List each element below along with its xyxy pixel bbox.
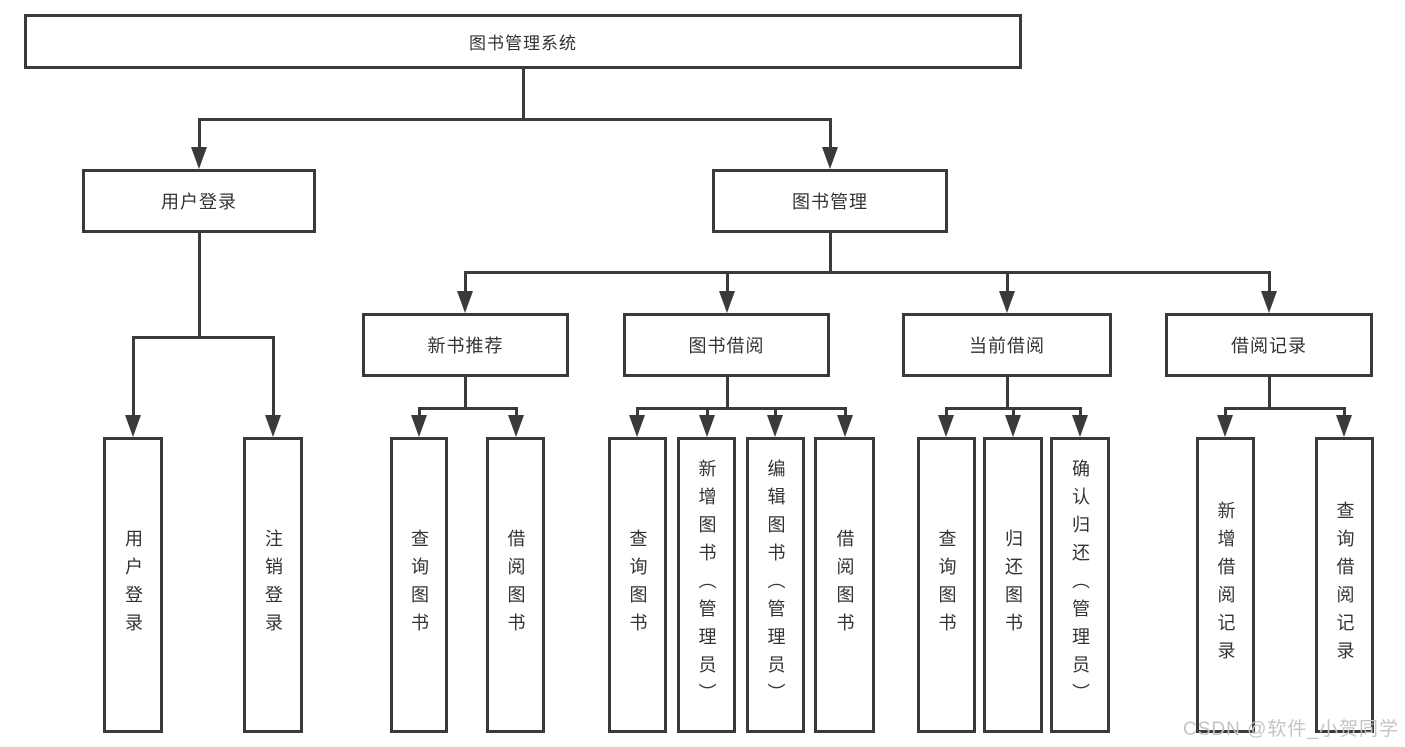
- connector-line: [1342, 408, 1346, 417]
- connector-line: [131, 337, 135, 417]
- node-library-management-system-label: 图书管理系统: [469, 34, 577, 53]
- arrow-down-icon: [265, 415, 281, 437]
- connector-line: [1267, 272, 1271, 293]
- leaf-add-books-admin-label: 新增图书（管理员）: [696, 459, 717, 711]
- connector-line: [1005, 272, 1009, 293]
- node-current-borrowing-label: 当前借阅: [969, 336, 1045, 356]
- leaf-query-books-label: 查询图书: [936, 529, 957, 641]
- leaf-return-books: 归还图书: [983, 437, 1043, 733]
- leaf-add-books-admin: 新增图书（管理员）: [677, 437, 736, 733]
- arrow-down-icon: [1072, 415, 1088, 437]
- connector-line: [725, 377, 729, 408]
- arrow-down-icon: [125, 415, 141, 437]
- connector-line: [725, 272, 729, 293]
- node-borrowing-records-label: 借阅记录: [1231, 336, 1307, 356]
- connector-line: [828, 233, 832, 272]
- leaf-query-books: 查询图书: [390, 437, 448, 733]
- connector-line: [705, 408, 709, 417]
- connector-line: [944, 408, 948, 417]
- leaf-query-books: 查询图书: [917, 437, 976, 733]
- node-new-book-recommendation-label: 新书推荐: [427, 336, 504, 356]
- arrow-down-icon: [508, 415, 524, 437]
- connector-line: [514, 408, 518, 417]
- connector-line: [1078, 408, 1082, 417]
- leaf-logout: 注销登录: [243, 437, 303, 733]
- connector-line: [271, 337, 275, 417]
- connector-line: [635, 406, 847, 410]
- node-book-management: 图书管理: [712, 169, 948, 233]
- arrow-down-icon: [1005, 415, 1021, 437]
- leaf-edit-books-admin: 编辑图书（管理员）: [746, 437, 805, 733]
- leaf-confirm-return-admin-label: 确认归还（管理员）: [1070, 459, 1090, 711]
- leaf-add-borrow-record-label: 新增借阅记录: [1215, 501, 1236, 669]
- arrow-down-icon: [822, 147, 838, 169]
- node-library-management-system: 图书管理系统: [24, 14, 1022, 69]
- csdn-watermark: CSDN @软件_小贺同学: [1183, 719, 1399, 740]
- leaf-user-login-label: 用户登录: [123, 529, 143, 641]
- connector-line: [417, 406, 518, 410]
- connector-line: [1223, 408, 1227, 417]
- connector-line: [1223, 406, 1346, 410]
- leaf-query-books-label: 查询图书: [627, 529, 648, 641]
- node-book-management-label: 图书管理: [792, 192, 868, 212]
- leaf-borrow-books-label: 借阅图书: [505, 529, 526, 641]
- leaf-query-books-label: 查询图书: [409, 529, 429, 641]
- node-current-borrowing: 当前借阅: [902, 313, 1112, 377]
- connector-line: [1011, 408, 1015, 417]
- leaf-query-borrow-record: 查询借阅记录: [1315, 437, 1374, 733]
- arrow-down-icon: [411, 415, 427, 437]
- arrow-down-icon: [191, 147, 207, 169]
- arrow-down-icon: [699, 415, 715, 437]
- connector-line: [463, 377, 467, 408]
- connector-line: [1267, 377, 1271, 408]
- connector-line: [1005, 377, 1009, 408]
- arrow-down-icon: [767, 415, 783, 437]
- leaf-confirm-return-admin: 确认归还（管理员）: [1050, 437, 1110, 733]
- node-book-borrowing: 图书借阅: [623, 313, 830, 377]
- leaf-borrow-books: 借阅图书: [814, 437, 875, 733]
- connector-line: [773, 408, 777, 417]
- connector-line: [828, 119, 832, 149]
- leaf-user-login: 用户登录: [103, 437, 163, 733]
- node-user-login-label: 用户登录: [161, 192, 237, 212]
- connector-line: [197, 119, 201, 149]
- node-new-book-recommendation: 新书推荐: [362, 313, 569, 377]
- connector-line: [463, 272, 467, 293]
- connector-line: [131, 335, 275, 339]
- connector-line: [521, 69, 525, 119]
- arrow-down-icon: [719, 291, 735, 313]
- arrow-down-icon: [938, 415, 954, 437]
- connector-line: [197, 117, 832, 121]
- arrow-down-icon: [837, 415, 853, 437]
- leaf-query-borrow-record-label: 查询借阅记录: [1334, 501, 1355, 669]
- leaf-logout-label: 注销登录: [263, 529, 283, 641]
- leaf-return-books-label: 归还图书: [1003, 529, 1023, 641]
- node-book-borrowing-label: 图书借阅: [688, 336, 765, 356]
- connector-line: [463, 270, 1271, 274]
- connector-line: [843, 408, 847, 417]
- arrow-down-icon: [999, 291, 1015, 313]
- node-borrowing-records: 借阅记录: [1165, 313, 1373, 377]
- arrow-down-icon: [1336, 415, 1352, 437]
- leaf-edit-books-admin-label: 编辑图书（管理员）: [765, 459, 786, 711]
- connector-line: [417, 408, 421, 417]
- connector-line: [635, 408, 639, 417]
- leaf-add-borrow-record: 新增借阅记录: [1196, 437, 1255, 733]
- node-user-login: 用户登录: [82, 169, 316, 233]
- arrow-down-icon: [1217, 415, 1233, 437]
- leaf-borrow-books-label: 借阅图书: [834, 529, 855, 641]
- leaf-borrow-books: 借阅图书: [486, 437, 545, 733]
- arrow-down-icon: [1261, 291, 1277, 313]
- connector-line: [197, 233, 201, 337]
- arrow-down-icon: [457, 291, 473, 313]
- leaf-query-books: 查询图书: [608, 437, 667, 733]
- arrow-down-icon: [629, 415, 645, 437]
